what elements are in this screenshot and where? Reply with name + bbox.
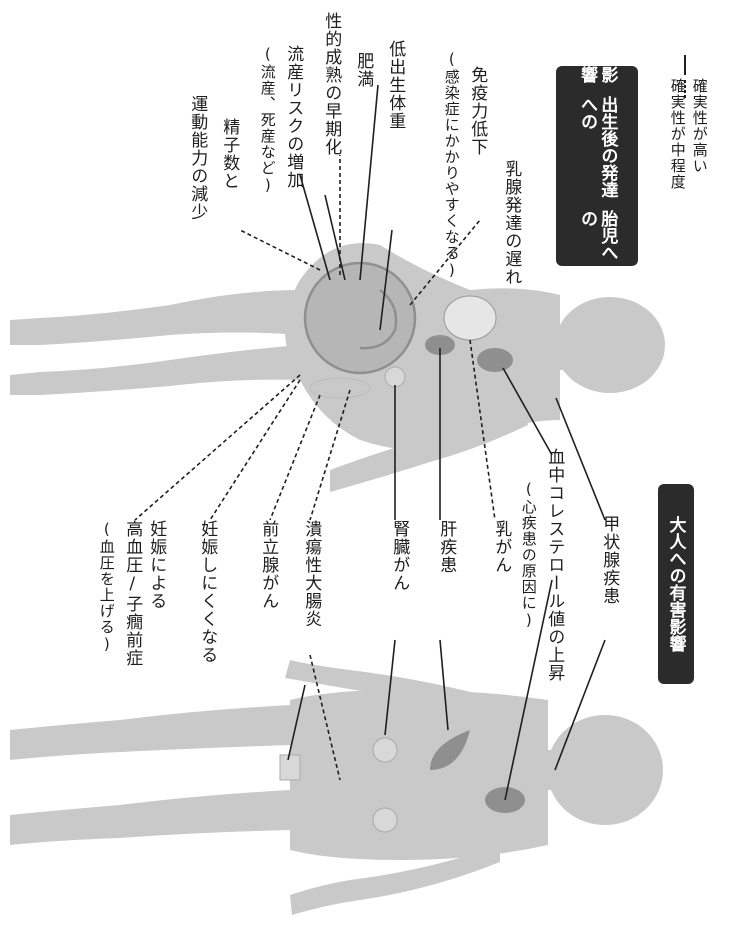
upper-thyroid xyxy=(477,348,513,372)
fetal-title-badge: 胎児への 出生後の発達への 影響 xyxy=(556,66,638,266)
uterus-and-fetus xyxy=(303,261,417,375)
fetal-title-line3: 影響 xyxy=(577,66,618,83)
label-early-sexual-maturity: 性的成熟の早期化 xyxy=(321,12,342,156)
label-miscarriage-risk: 流産リスクの増加 xyxy=(283,45,304,189)
label-sperm-count: 精子数と xyxy=(219,118,240,190)
lower-prostate xyxy=(279,754,301,781)
label-low-birth-weight: 低出生体重 xyxy=(385,40,406,130)
legend-medium-label: 確実性が中程度 xyxy=(668,78,687,190)
label-preeclampsia: 高血圧/子癇前症 xyxy=(122,520,143,667)
dashed-connector-lines xyxy=(134,155,496,781)
label-obesity: 肥満 xyxy=(353,52,374,88)
upper-liver xyxy=(425,335,455,355)
label-immunity-note: (感染症にかかりやすくなる) xyxy=(442,50,461,280)
label-kidney-cancer: 腎臓がん xyxy=(389,520,410,592)
label-miscarriage-note: (流産、死産など) xyxy=(258,45,277,195)
upper-ovary xyxy=(309,377,371,399)
lower-kidney-2 xyxy=(372,807,398,833)
lower-kidney-1 xyxy=(372,737,398,763)
legend-high-label: 確実性が高い xyxy=(690,78,709,174)
connector-lines xyxy=(287,84,606,801)
adult-title-badge: 大人への有害影響 xyxy=(658,484,694,684)
label-infertility: 妊娠しにくくなる xyxy=(197,520,218,664)
lower-liver xyxy=(430,730,470,770)
label-blood-pressure-note: (血圧を上げる) xyxy=(97,520,116,654)
fetal-title-line1: 胎児への xyxy=(577,210,618,261)
label-breast-cancer: 乳がん xyxy=(491,520,512,574)
label-ulcerative-colitis: 潰瘍性大腸炎 xyxy=(301,520,322,628)
breast-shape xyxy=(443,295,497,341)
label-cholesterol-note: (心疾患の原因に) xyxy=(519,480,538,630)
label-mammary-delay: 乳腺発達の遅れ xyxy=(501,160,522,286)
label-prostate-cancer: 前立腺がん xyxy=(258,520,279,610)
fetal-title-line2: 出生後の発達への xyxy=(577,96,618,198)
label-pregnancy-induced: 妊娠による xyxy=(146,520,167,610)
label-liver-disease: 肝疾患 xyxy=(436,520,457,574)
upper-kidney xyxy=(384,366,406,388)
label-immunity-low: 免疫力低下 xyxy=(467,66,488,156)
label-cholesterol-rise: 血中コレステロール値の上昇 xyxy=(544,448,565,682)
label-motor-ability: 運動能力の減少 xyxy=(187,95,208,221)
man-silhouette xyxy=(10,660,663,915)
label-thyroid-disease: 甲状腺疾患 xyxy=(599,515,620,605)
adult-title-text: 大人への有害影響 xyxy=(665,516,686,652)
